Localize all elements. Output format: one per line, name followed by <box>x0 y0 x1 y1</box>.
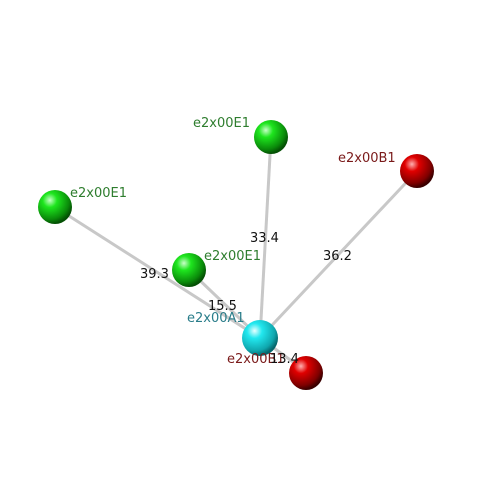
distance-red-right: 36.2 <box>323 249 352 264</box>
atoms <box>38 120 434 390</box>
atom-labels: e2x00E1 e2x00B1 e2x00E1 e2x00E1 e2x00A1 … <box>70 116 396 367</box>
distance-green-left: 39.3 <box>140 267 169 282</box>
distance-green-top: 33.4 <box>250 231 279 246</box>
bond-center-green-top <box>258 136 273 339</box>
atom-red-right <box>400 154 434 188</box>
atom-red-near <box>289 356 323 390</box>
atom-green-top <box>254 120 288 154</box>
distance-labels: 33.4 36.2 39.3 15.5 13.4 <box>140 231 352 367</box>
label-green-left: e2x00E1 <box>70 186 127 201</box>
label-green-middle: e2x00E1 <box>204 249 261 264</box>
label-green-top: e2x00E1 <box>193 116 250 131</box>
distance-red-near: 13.4 <box>270 352 299 367</box>
atom-green-left <box>38 190 72 224</box>
label-center: e2x00A1 <box>187 311 245 326</box>
bond-center-green-left <box>54 205 261 340</box>
label-red-right: e2x00B1 <box>338 151 396 166</box>
bond-center-red-right <box>258 169 419 340</box>
atom-center <box>242 320 278 356</box>
atom-green-middle <box>172 253 206 287</box>
label-red-near: e2x00B1 <box>227 352 285 367</box>
distance-green-middle: 15.5 <box>208 299 237 314</box>
